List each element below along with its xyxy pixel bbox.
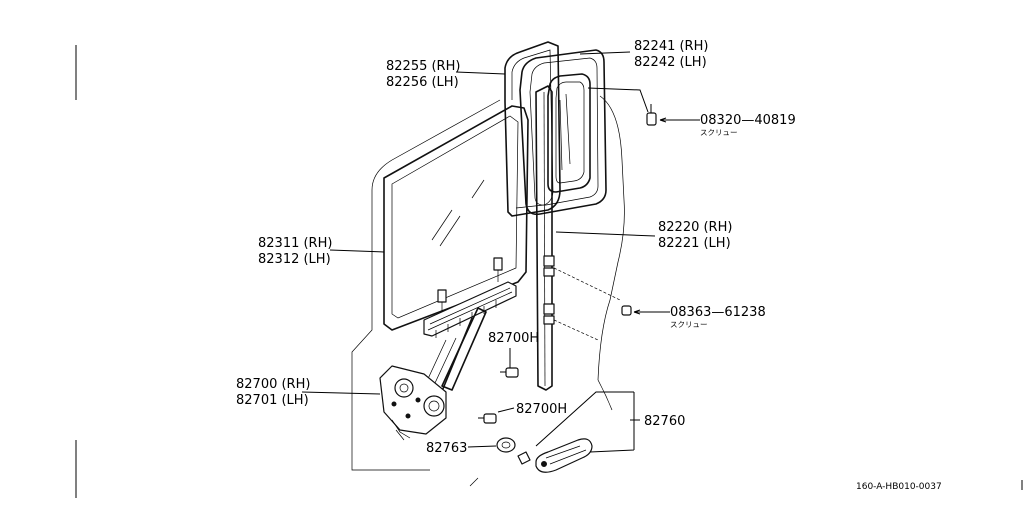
handle-clip xyxy=(517,451,531,465)
window-frame xyxy=(519,49,607,216)
label-08363-sub: スクリュー xyxy=(670,320,708,329)
label-82763: 82763 xyxy=(426,441,467,456)
bolt-upper xyxy=(500,367,519,378)
diagram-reference-code: 160-A-HB010-0037 xyxy=(856,482,942,492)
label-82256-lh: 82256 (LH) xyxy=(386,75,459,90)
label-08320: 08320—40819 xyxy=(700,113,796,128)
leader-08320-ext xyxy=(587,87,649,113)
label-82311-rh: 82311 (RH) xyxy=(258,236,332,251)
label-82312-lh: 82312 (LH) xyxy=(258,252,331,267)
bolt-lower xyxy=(478,413,497,424)
label-82700-rh: 82700 (RH) xyxy=(236,377,310,392)
screw-08363 xyxy=(621,305,632,316)
label-82700h-upper: 82700H xyxy=(488,331,539,346)
label-82220-rh: 82220 (RH) xyxy=(658,220,732,235)
screw-08320 xyxy=(646,104,657,126)
callout-82311: 82311 (RH) 82312 (LH) xyxy=(258,236,332,267)
leader-82700 xyxy=(301,391,381,395)
label-82242-lh: 82242 (LH) xyxy=(634,55,707,70)
leader-08320 xyxy=(659,117,700,123)
callout-82255: 82255 (RH) 82256 (LH) xyxy=(386,59,460,90)
callout-82241: 82241 (RH) 82242 (LH) xyxy=(634,39,708,70)
callout-82220: 82220 (RH) 82221 (LH) xyxy=(658,220,732,251)
label-82700h-lower: 82700H xyxy=(516,402,567,417)
label-08363: 08363—61238 xyxy=(670,305,766,320)
label-82255-rh: 82255 (RH) xyxy=(386,59,460,74)
leader-82311 xyxy=(329,249,385,253)
leader-08363 xyxy=(633,309,670,315)
leader-82760 xyxy=(535,391,640,453)
label-82701-lh: 82701 (LH) xyxy=(236,393,309,408)
callout-82700: 82700 (RH) 82701 (LH) xyxy=(236,377,310,408)
label-08320-sub: スクリュー xyxy=(700,128,738,137)
label-82760: 82760 xyxy=(644,414,685,429)
label-82221-lh: 82221 (LH) xyxy=(658,236,731,251)
callout-08320: 08320—40819 スクリュー xyxy=(700,113,796,137)
leader-82763 xyxy=(467,445,497,448)
callout-08363: 08363—61238 スクリュー xyxy=(670,305,766,329)
leader-82700h-lower xyxy=(497,407,515,413)
leader-82220 xyxy=(555,231,656,237)
label-82241-rh: 82241 (RH) xyxy=(634,39,708,54)
handle-washer xyxy=(496,437,516,453)
leader-82255 xyxy=(455,71,506,75)
run-channel-outer xyxy=(504,41,561,217)
window-handle xyxy=(535,438,593,473)
leader-82241 xyxy=(579,51,631,55)
door-glass xyxy=(383,105,529,331)
rear-run-channel xyxy=(535,85,553,391)
